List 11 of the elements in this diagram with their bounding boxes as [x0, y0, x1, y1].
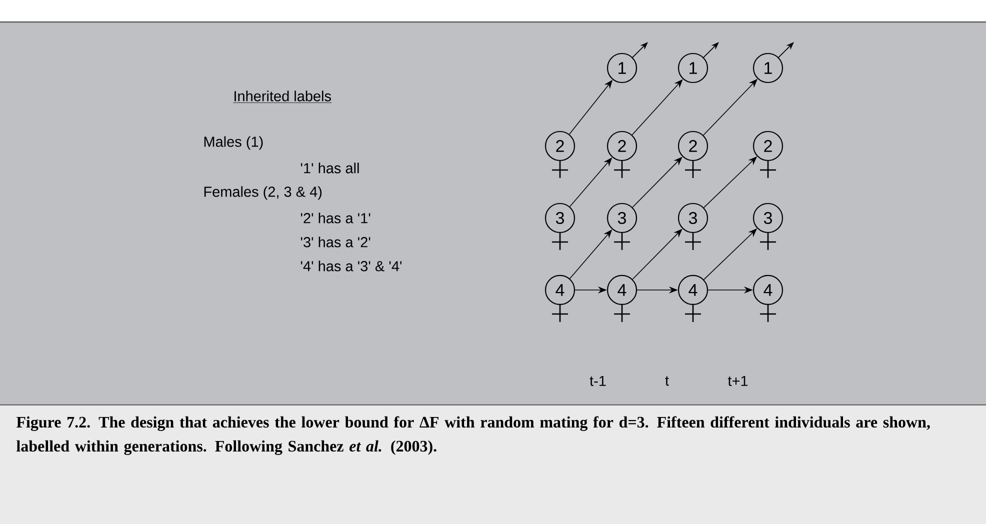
caption: Figure 7.2. The design that achieves the lower bound for ΔF with random mating for d=3. Fifteen different individuals are shown, labelled within generations. Following Sanchez et al. (2003). [16, 416, 930, 455]
legend-text: '2' has a '1' [300, 212, 370, 224]
legend-text: Females (2, 3 & 4) [204, 186, 322, 200]
legend-text: '1' has all [300, 162, 359, 174]
generation-label: t-1 [590, 376, 606, 386]
generation-label: t+1 [728, 376, 748, 386]
legend-text: '3' has a '2' [300, 236, 370, 248]
heading: Inherited labels [233, 90, 332, 103]
generation-label: t [665, 376, 669, 386]
legend-text: '4' has a '3' & '4' [300, 260, 402, 272]
legend-text: Males (1) [204, 136, 263, 150]
